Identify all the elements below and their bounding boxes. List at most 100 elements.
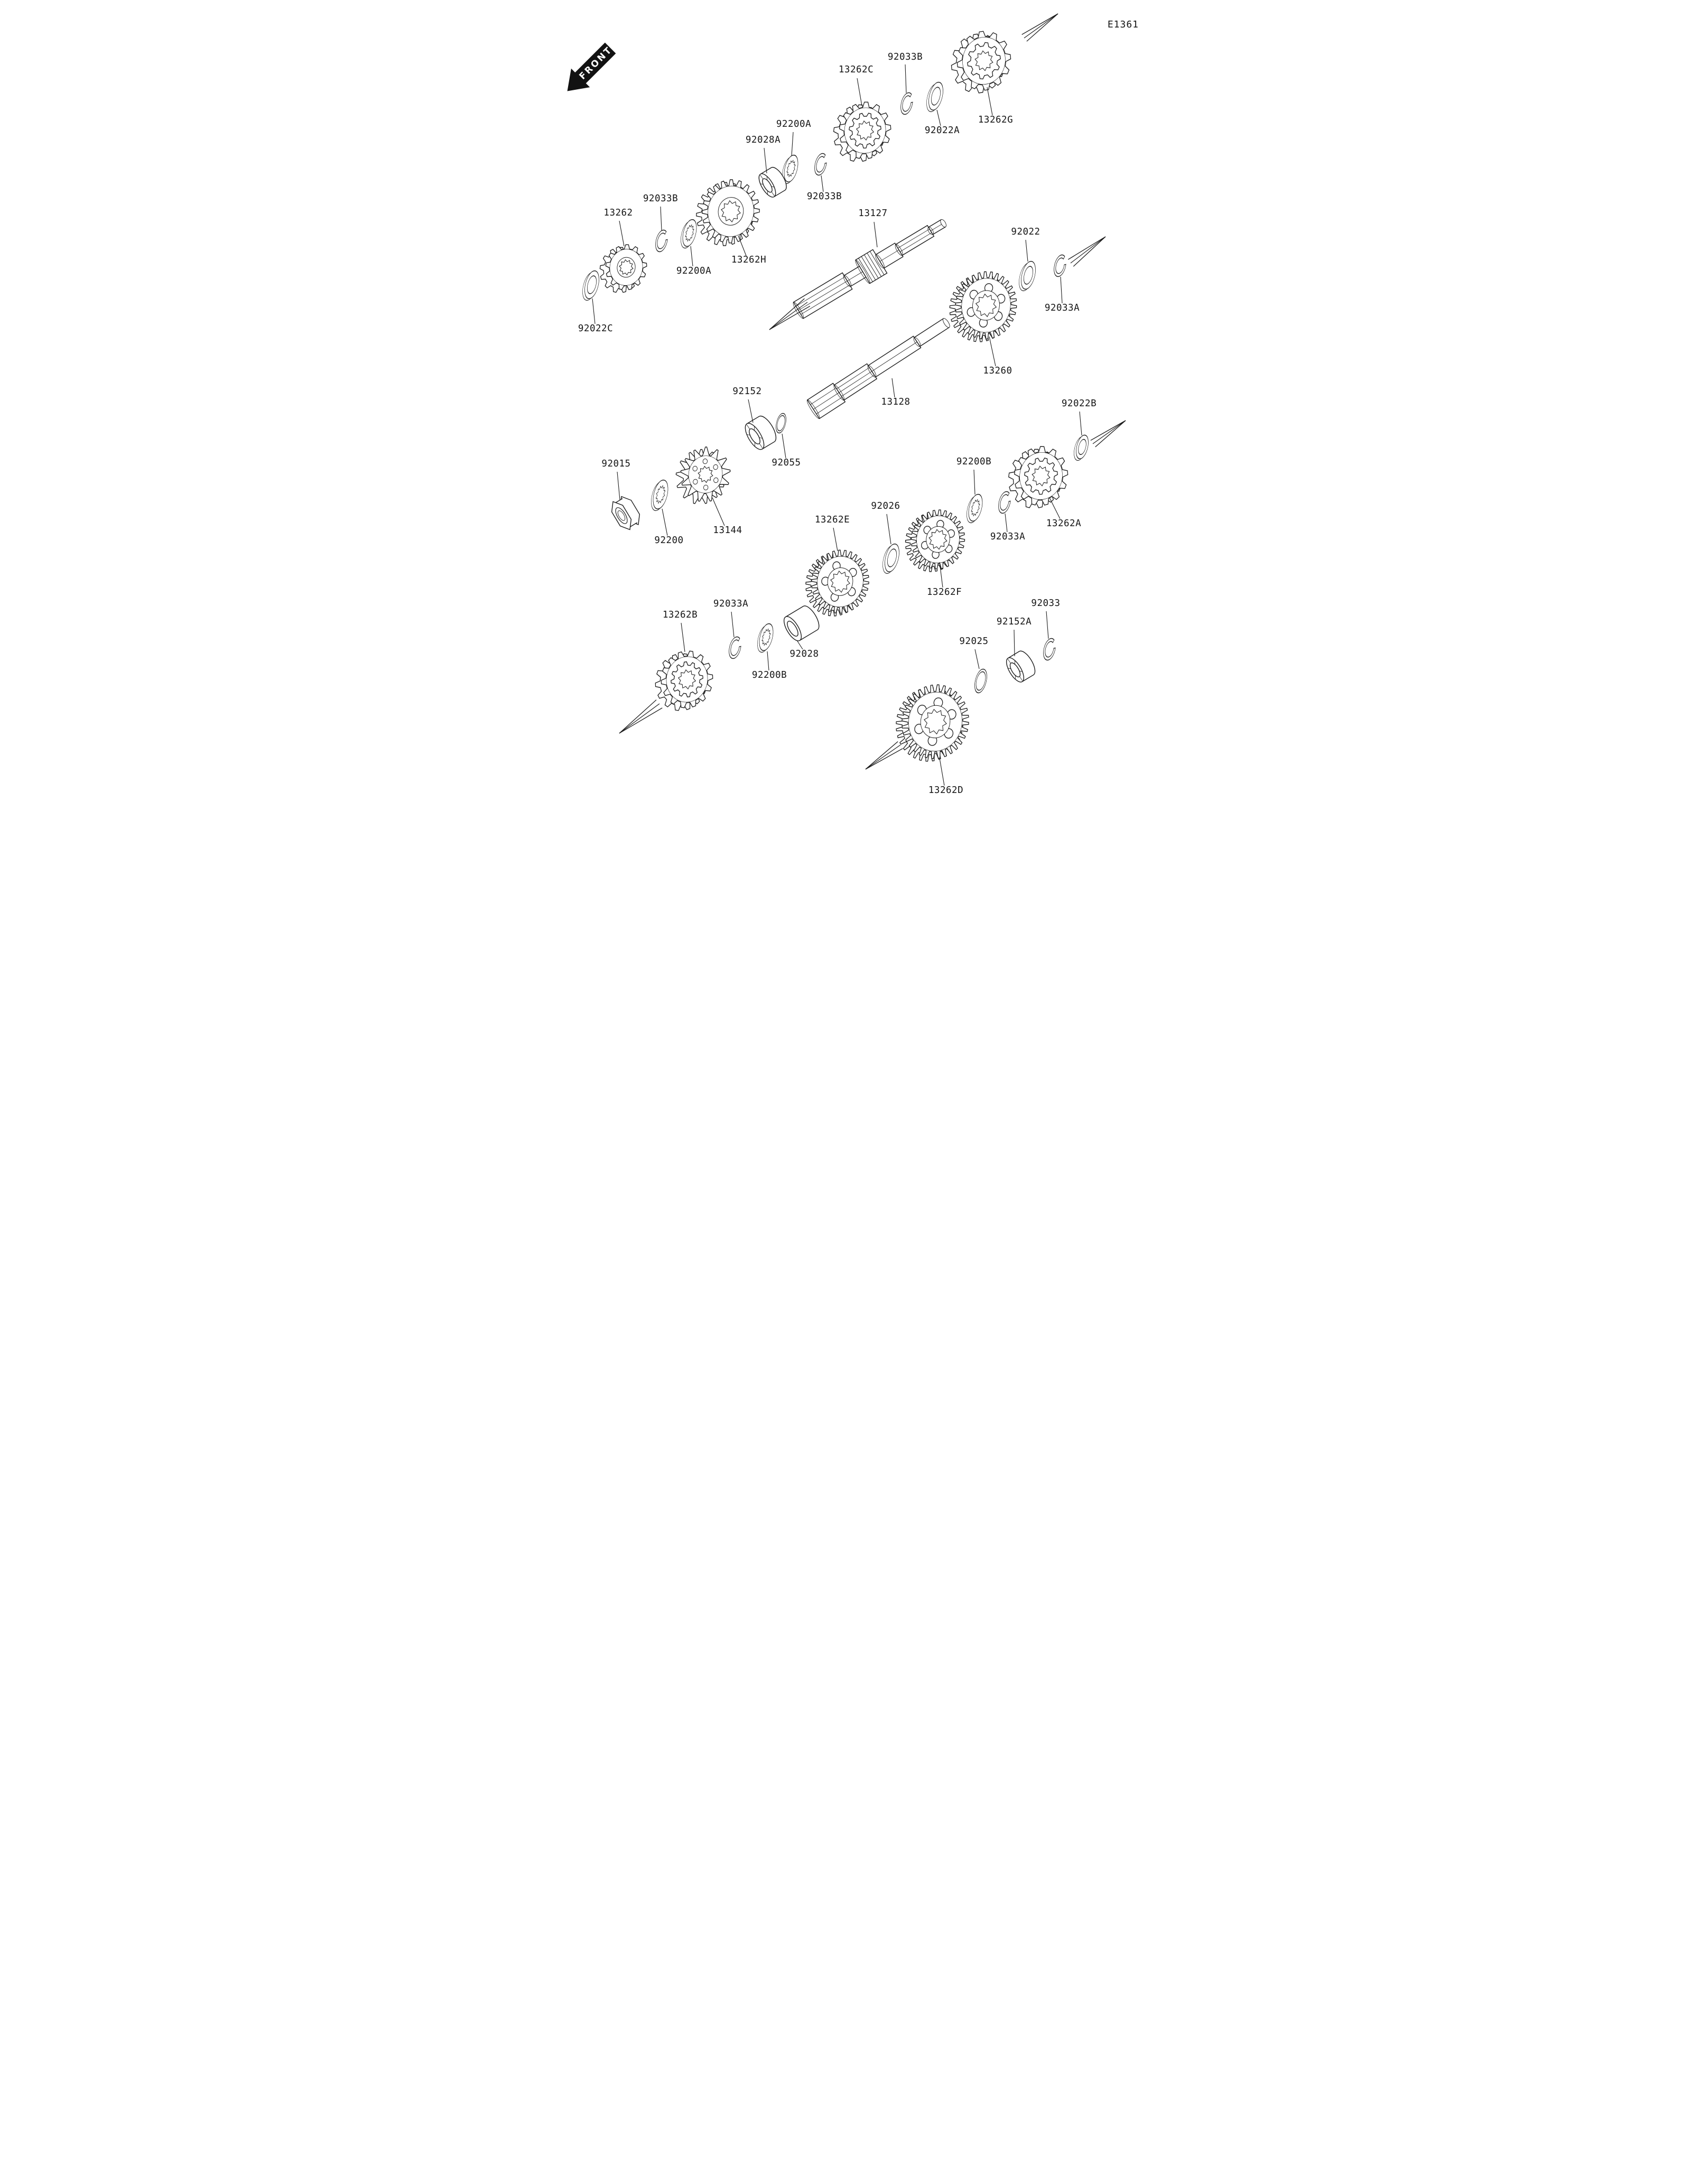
part-label-92015: 92015 bbox=[601, 459, 630, 469]
leader-line bbox=[592, 298, 596, 324]
part-label-92200A: 92200A bbox=[776, 119, 811, 129]
splined-washer-92200B bbox=[757, 623, 774, 653]
page-code: E1361 bbox=[1108, 19, 1139, 30]
part-label-92152A: 92152A bbox=[997, 617, 1032, 627]
gear-13262B bbox=[655, 650, 713, 711]
gear-13262A bbox=[1008, 446, 1069, 509]
leader-line bbox=[660, 206, 662, 231]
transmission-diagram: E1361 FRONT 131271312813262G92033B92022A… bbox=[567, 13, 1139, 796]
annotation-layer: 13127 13128 13262G 92033B 92022A 13262C 92033B… bbox=[578, 13, 1126, 796]
nut-92015 bbox=[611, 496, 640, 530]
bearing-92152 bbox=[745, 415, 777, 450]
part-label-92033A: 92033A bbox=[713, 599, 748, 609]
axis-arrow bbox=[865, 741, 903, 770]
washer-92055 bbox=[776, 413, 786, 434]
part-label-92025: 92025 bbox=[959, 636, 988, 647]
part-label-13262: 13262 bbox=[603, 208, 633, 218]
circlip-92033A bbox=[729, 636, 741, 659]
axis-arrow bbox=[1021, 13, 1058, 42]
shaft-13127 bbox=[793, 219, 946, 319]
leader-line bbox=[936, 109, 941, 126]
leader-line bbox=[782, 433, 786, 459]
leader-line bbox=[1046, 611, 1049, 639]
part-label-92022A: 92022A bbox=[925, 125, 960, 136]
bearing-92152A bbox=[1006, 650, 1036, 683]
washer-92022B bbox=[1074, 434, 1089, 461]
leader-line bbox=[619, 220, 625, 247]
leader-line bbox=[857, 78, 862, 106]
leader-line bbox=[939, 562, 943, 588]
gear-13262H bbox=[696, 179, 760, 246]
part-label-13262A: 13262A bbox=[1046, 518, 1081, 529]
part-label-92033B: 92033B bbox=[888, 52, 923, 62]
leader-line bbox=[617, 471, 620, 500]
leader-line bbox=[989, 336, 996, 367]
part-label-13262G: 13262G bbox=[978, 115, 1013, 125]
part-label-92033B: 92033B bbox=[643, 193, 678, 204]
part-label-92033A: 92033A bbox=[990, 531, 1025, 542]
circlip-92033B bbox=[900, 92, 913, 115]
gear-13262D bbox=[896, 684, 969, 762]
circlip-92033A bbox=[998, 491, 1011, 514]
part-label-92022: 92022 bbox=[1011, 227, 1040, 237]
leader-line bbox=[1060, 276, 1063, 304]
leader-line bbox=[1005, 513, 1008, 533]
part-label-92033: 92033 bbox=[1031, 598, 1060, 609]
shaft-13128 bbox=[806, 318, 950, 419]
shaft-layer bbox=[793, 219, 950, 419]
part-label-92200B: 92200B bbox=[956, 456, 991, 467]
gear-13262G bbox=[951, 31, 1011, 94]
part-label-92022B: 92022B bbox=[1062, 398, 1097, 409]
circlip-92033 bbox=[1043, 638, 1056, 661]
leader-line bbox=[712, 497, 725, 526]
part-label-13262B: 13262B bbox=[663, 610, 698, 620]
leader-line bbox=[891, 378, 895, 398]
circlip-92033B bbox=[655, 229, 668, 253]
part-label-13260: 13260 bbox=[983, 366, 1012, 376]
leader-line bbox=[1079, 411, 1082, 436]
leader-line bbox=[764, 147, 767, 174]
gear-13262E bbox=[805, 549, 869, 617]
leader-line bbox=[791, 132, 794, 156]
axis-arrow bbox=[1090, 420, 1126, 447]
part-label-92200A: 92200A bbox=[676, 266, 711, 276]
leader-line bbox=[731, 611, 735, 638]
parts-layer bbox=[582, 31, 1089, 762]
part-label-13127: 13127 bbox=[858, 208, 887, 219]
part-label-13128: 13128 bbox=[881, 397, 910, 407]
leader-line bbox=[662, 508, 668, 536]
gear-13260 bbox=[949, 271, 1017, 342]
washer-92025 bbox=[974, 668, 987, 694]
leader-line bbox=[886, 514, 891, 545]
axis-arrow bbox=[769, 298, 811, 330]
leader-line bbox=[905, 64, 907, 94]
leader-line bbox=[1025, 239, 1028, 262]
leader-line bbox=[1049, 497, 1061, 519]
leader-line bbox=[974, 649, 980, 669]
part-label-13262C: 13262C bbox=[839, 64, 874, 75]
circlip-92033A bbox=[1054, 254, 1066, 277]
sprocket-13144 bbox=[675, 446, 731, 505]
leader-line bbox=[874, 221, 878, 248]
part-label-13262H: 13262H bbox=[731, 255, 766, 265]
leader-line bbox=[748, 399, 754, 423]
circlip-92033B bbox=[814, 153, 827, 176]
leader-line bbox=[821, 175, 824, 192]
washer-92022A bbox=[926, 81, 943, 113]
part-label-92055: 92055 bbox=[772, 458, 801, 468]
part-label-13262F: 13262F bbox=[927, 587, 962, 598]
axis-arrow bbox=[1067, 236, 1106, 267]
part-label-92200: 92200 bbox=[654, 535, 683, 546]
leader-line bbox=[973, 469, 975, 495]
leader-line bbox=[690, 246, 693, 267]
gear-13262C bbox=[833, 101, 891, 162]
washer-92022 bbox=[1019, 260, 1036, 292]
part-label-92026: 92026 bbox=[871, 501, 900, 511]
leader-line bbox=[796, 640, 803, 650]
part-label-92028: 92028 bbox=[789, 649, 819, 659]
gear-13262 bbox=[599, 244, 647, 293]
leader-line bbox=[939, 758, 945, 786]
leader-line bbox=[738, 235, 747, 256]
collar-92028 bbox=[783, 605, 820, 641]
splined-washer-92200B bbox=[967, 493, 983, 524]
